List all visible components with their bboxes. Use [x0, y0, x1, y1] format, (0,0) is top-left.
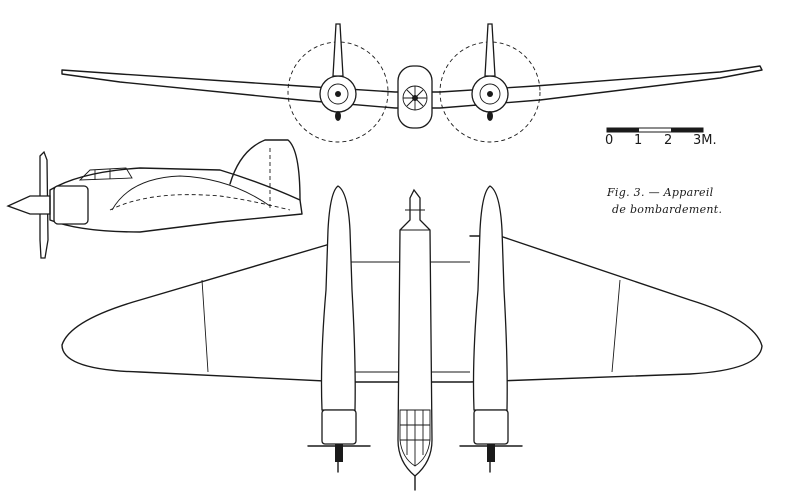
front-view-left-propeller-disc — [287, 41, 389, 143]
front-view-left-fin — [332, 23, 344, 77]
side-view-engine — [53, 185, 89, 225]
figure-caption-line2: de bombardement. — [612, 203, 723, 216]
plan-view-right-boom — [472, 185, 508, 411]
scale-bar — [606, 127, 704, 133]
front-view-wing — [61, 65, 763, 109]
side-view — [6, 139, 303, 259]
scale-label-1: 1 — [634, 133, 643, 148]
front-view-right-propeller-disc — [439, 41, 541, 143]
plan-view-left-engine — [321, 409, 357, 445]
front-view-right-fin — [484, 23, 496, 77]
plan-view — [61, 185, 763, 491]
side-view-fuselage — [49, 167, 303, 233]
side-view-tail-fin — [229, 139, 301, 201]
plan-view-right-engine — [473, 409, 509, 445]
figure-caption-line1: Fig. 3. — Appareil — [607, 186, 714, 199]
scale-label-3m: 3M. — [693, 133, 717, 148]
scale-label-2: 2 — [664, 133, 673, 148]
plan-view-left-boom — [320, 185, 356, 411]
scale-label-0: 0 — [605, 133, 614, 148]
front-view — [61, 23, 763, 143]
